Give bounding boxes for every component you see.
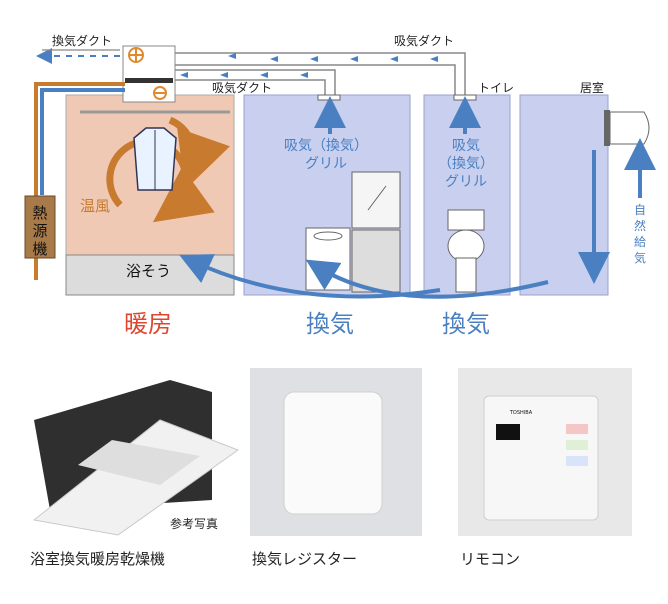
exhaust-duct-label: 換気ダクト	[52, 33, 112, 48]
toilet-label: トイレ	[478, 81, 514, 95]
airflow-arrow-to-bathroom	[179, 254, 441, 299]
airflow-arrow-to-washroom	[305, 259, 549, 299]
intake-duct-lower-inner	[175, 79, 326, 95]
heat-source-char-3: 機	[32, 240, 47, 258]
duct-flow-arrows	[180, 53, 438, 78]
intake-duct-upper-inner	[175, 64, 456, 95]
remote-brand-label: TOSHIBA	[509, 410, 533, 416]
intake-duct-label-upper: 吸気ダクト	[394, 33, 454, 48]
wall-vent-icon	[604, 110, 650, 146]
register-photo	[250, 368, 422, 536]
vanity-icon	[351, 171, 401, 293]
bathroom-dryer-photo	[32, 380, 240, 536]
toilet-grille-label-3: グリル	[445, 174, 487, 190]
ventilation-zone-label-1: 換気	[306, 310, 354, 338]
toilet-icon	[447, 209, 485, 293]
natural-air-char-1: 自	[634, 203, 646, 217]
washroom-grille-label-2: グリル	[305, 156, 347, 172]
toilet-grille	[453, 94, 477, 101]
warm-air-circulation-upper	[168, 116, 230, 190]
washroom-grille	[317, 94, 341, 101]
fan-icon	[153, 86, 167, 100]
bathtub-label: 浴そう	[126, 262, 171, 280]
intake-duct-label-lower: 吸気ダクト	[212, 80, 272, 95]
toilet-grille-label-2: （換気）	[438, 156, 494, 172]
intake-duct-upper	[175, 52, 466, 95]
heat-source-unit	[24, 195, 56, 259]
register-caption: 換気レジスター	[252, 550, 358, 568]
heat-pipe-supply	[40, 88, 125, 195]
heater-element	[125, 78, 173, 83]
heating-zone-label: 暖房	[124, 310, 172, 338]
ventilation-zone-label-2: 換気	[442, 310, 490, 338]
shirt-icon	[133, 127, 177, 191]
dryer-caption: 浴室換気暖房乾燥機	[30, 550, 166, 568]
heat-source-char-1: 熱	[32, 204, 47, 222]
fan-icon	[128, 47, 144, 63]
remote-photo	[458, 368, 632, 536]
remote-caption: リモコン	[460, 550, 521, 568]
intake-duct-lower	[175, 69, 336, 95]
warm-air-label: 温風	[80, 197, 110, 215]
living-room-label: 居室	[580, 80, 604, 95]
natural-air-char-2: 然	[634, 218, 646, 233]
reference-photo-note: 参考写真	[170, 516, 218, 531]
natural-air-char-4: 気	[634, 250, 646, 265]
toilet-grille-label-1: 吸気	[452, 138, 480, 154]
natural-air-char-3: 給	[634, 235, 646, 249]
washroom-grille-label-1: 吸気（換気）	[284, 138, 368, 154]
heat-source-char-2: 源	[32, 222, 47, 240]
